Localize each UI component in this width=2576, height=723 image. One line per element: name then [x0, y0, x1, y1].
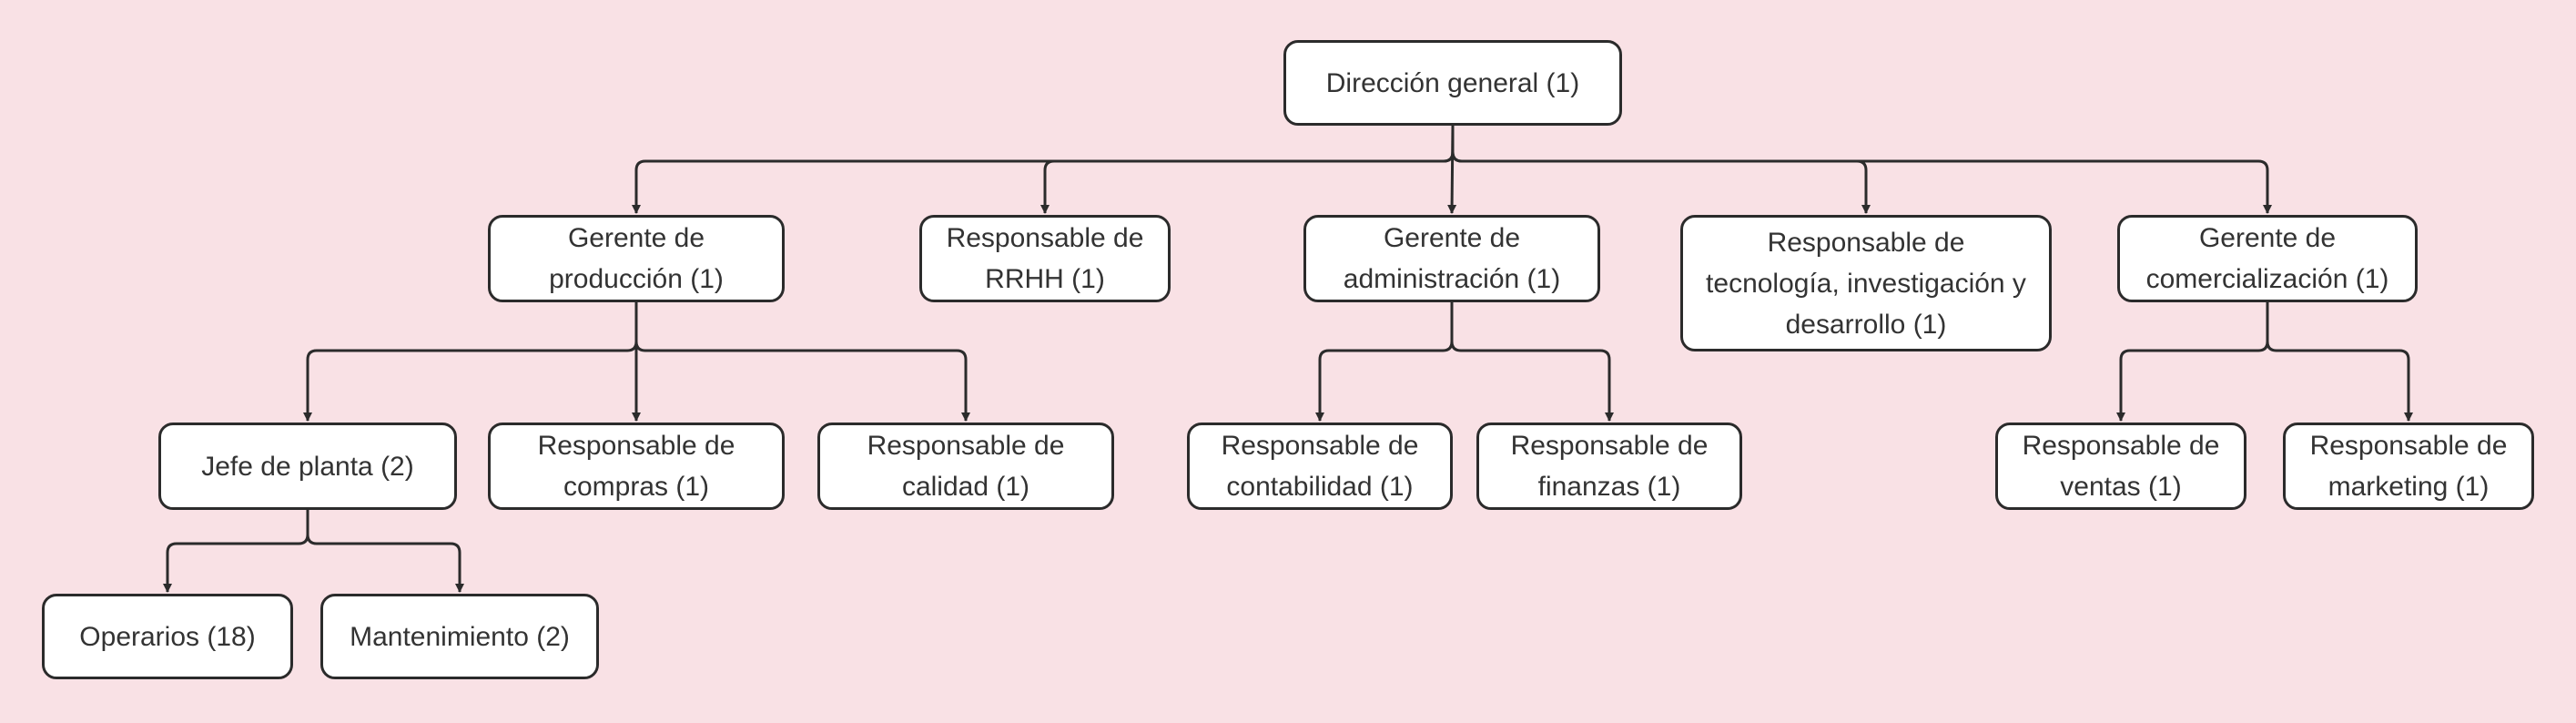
node-direccion-general: Dirección general (1): [1283, 40, 1622, 126]
node-responsable-finanzas: Responsable de finanzas (1): [1476, 423, 1742, 510]
node-responsable-compras: Responsable de compras (1): [488, 423, 785, 510]
node-responsable-marketing: Responsable de marketing (1): [2283, 423, 2534, 510]
connector-jefe-planta-to-mantenimiento: [306, 510, 464, 593]
connector-root-to-rrhh: [1040, 126, 1455, 214]
node-gerente-produccion: Gerente de producción (1): [488, 215, 785, 302]
connector-jefe-planta-to-operarios: [163, 510, 309, 593]
connector-comercializacion-to-marketing: [2266, 302, 2413, 422]
connector-root-to-tecnologia: [1451, 126, 1871, 214]
connector-produccion-to-jefe-planta: [303, 302, 638, 422]
node-responsable-calidad: Responsable de calidad (1): [817, 423, 1114, 510]
node-jefe-planta: Jefe de planta (2): [158, 423, 457, 510]
node-responsable-rrhh: Responsable de RRHH (1): [919, 215, 1171, 302]
node-responsable-tecnologia: Responsable de tecnología, investigación…: [1680, 215, 2052, 351]
node-responsable-ventas: Responsable de ventas (1): [1995, 423, 2246, 510]
connector-root-to-comercializacion: [1451, 126, 2272, 214]
edge-group: [163, 125, 2413, 593]
connector-administracion-to-contabilidad: [1315, 302, 1454, 422]
node-gerente-comercializacion: Gerente de comercialización (1): [2117, 215, 2418, 302]
connector-administracion-to-finanzas: [1450, 302, 1614, 422]
node-gerente-administracion: Gerente de administración (1): [1303, 215, 1600, 302]
connector-produccion-to-calidad: [634, 302, 970, 422]
node-responsable-contabilidad: Responsable de contabilidad (1): [1187, 423, 1453, 510]
node-operarios: Operarios (18): [42, 594, 293, 679]
node-mantenimiento: Mantenimiento (2): [320, 594, 599, 679]
connector-comercializacion-to-ventas: [2116, 302, 2269, 422]
